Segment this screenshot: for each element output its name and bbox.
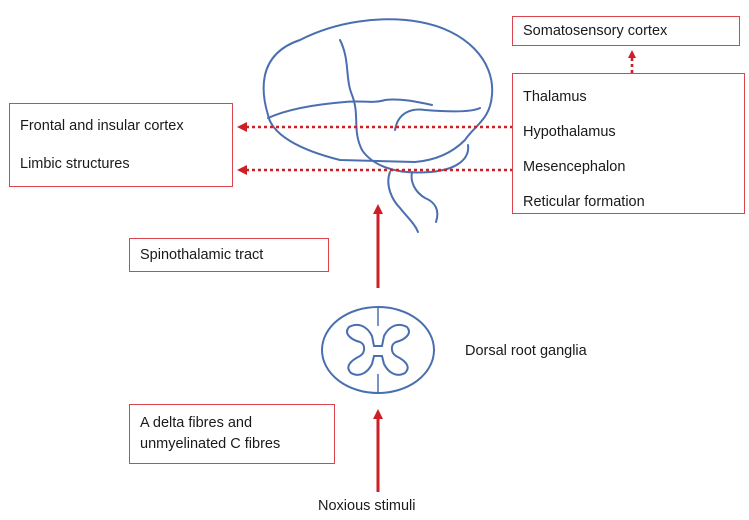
brain-outline-icon	[264, 19, 493, 232]
somatosensory-cortex-label: Somatosensory cortex	[523, 22, 729, 40]
thalamus-label: Thalamus	[523, 80, 734, 115]
frontal-insular-cortex-label: Frontal and insular cortex	[20, 110, 222, 142]
hypothalamus-label: Hypothalamus	[523, 115, 734, 150]
spinothalamic-tract-label: Spinothalamic tract	[140, 246, 318, 264]
noxious-stimuli-label: Noxious stimuli	[318, 498, 416, 514]
spinothalamic-tract-box: Spinothalamic tract	[129, 238, 329, 272]
dorsal-root-ganglia-label: Dorsal root ganglia	[465, 343, 587, 359]
somatosensory-cortex-box: Somatosensory cortex	[512, 16, 740, 46]
brain-targets-box: Thalamus Hypothalamus Mesencephalon Reti…	[512, 73, 745, 214]
mesencephalon-label: Mesencephalon	[523, 150, 734, 185]
fibres-box: A delta fibres and unmyelinated C fibres	[129, 404, 335, 464]
spinal-cord-cross-section-icon	[322, 307, 434, 393]
fibres-label-line1: A delta fibres and	[140, 413, 324, 434]
reticular-formation-label: Reticular formation	[523, 185, 734, 220]
limbic-structures-label: Limbic structures	[20, 148, 222, 180]
cortical-targets-box: Frontal and insular cortex Limbic struct…	[9, 103, 233, 187]
fibres-label-line2: unmyelinated C fibres	[140, 434, 324, 455]
